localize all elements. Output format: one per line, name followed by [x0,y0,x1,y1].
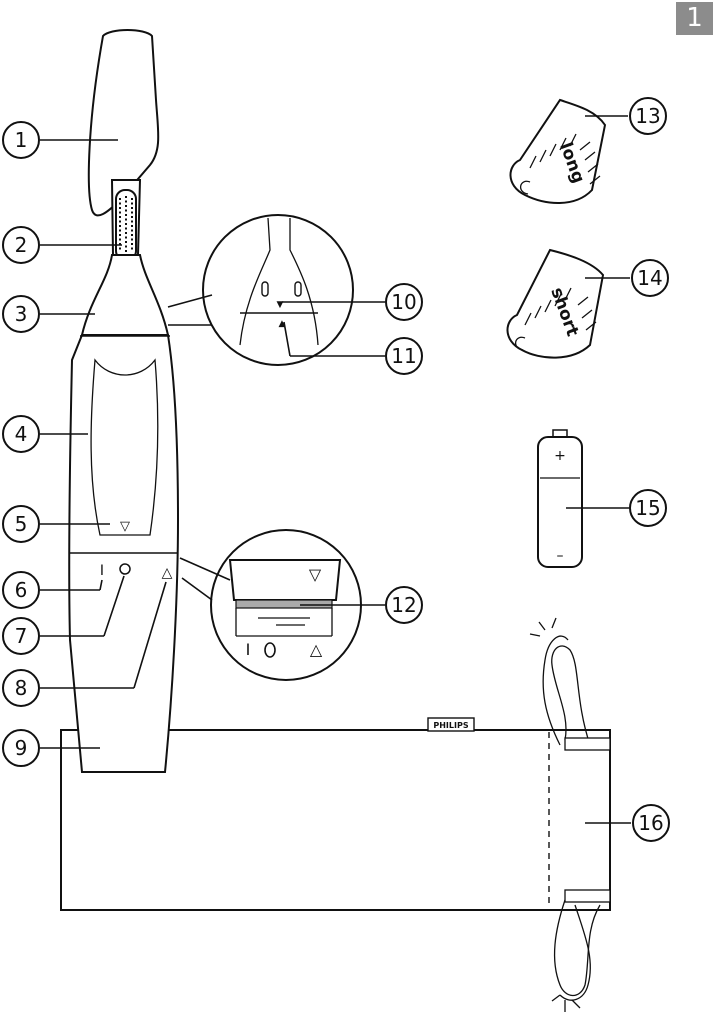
battery-cover [90,358,159,536]
svg-text:13: 13 [635,104,660,128]
callout-7: 7 [2,617,40,655]
callout-6: 6 [2,571,40,609]
callout-11: 11 [385,337,423,375]
svg-text:7: 7 [15,624,28,648]
svg-text:4: 4 [15,422,28,446]
svg-text:10: 10 [391,290,416,314]
svg-text:2: 2 [15,233,28,257]
callout-8: 8 [2,669,40,707]
brand-label: PHILIPS [433,721,468,730]
drawstring-bottom-a [553,899,601,997]
svg-text:15: 15 [635,496,660,520]
svg-text:△: △ [310,640,323,659]
comb-short: short [506,248,605,359]
drawstring-bottom-knot [551,994,581,1012]
callout-1: 1 [2,121,40,159]
callout-13: 13 [629,97,667,135]
callout-3: 3 [2,295,40,333]
svg-text:9: 9 [15,736,28,760]
drawstring-top-b [542,635,569,746]
svg-text:1: 1 [15,128,28,152]
svg-text:3: 3 [15,302,28,326]
trimmer: ⬇ ▽ I △ [68,29,180,773]
svg-text:5: 5 [15,512,28,536]
drawstring-bottom-b [559,904,591,1001]
svg-text:16: 16 [638,811,663,835]
callout-2: 2 [2,226,40,264]
body-upper [80,254,170,336]
svg-text:6: 6 [15,578,28,602]
callout-10: 10 [385,283,423,321]
svg-text:▲: ▲ [279,319,286,329]
svg-text:14: 14 [637,266,662,290]
svg-text:▼: ▼ [277,300,284,310]
drawstring-top-a [551,645,591,746]
callout-15: 15 [629,489,667,527]
off-mark: I [100,563,104,579]
svg-text:I: I [246,640,251,659]
drawstring-top-knot [529,617,557,637]
svg-text:▽: ▽ [309,565,322,584]
detail-view-switch: ▽ I △ [179,529,362,681]
svg-text:12: 12 [391,593,416,617]
svg-text:11: 11 [391,344,416,368]
svg-text:8: 8 [15,676,28,700]
brand-tag [427,717,475,732]
leader-lines [40,115,631,824]
page-number-badge: 1 [676,2,713,35]
callout-5: 5 [2,505,40,543]
battery-plus: + [554,448,566,464]
on-mark: △ [162,565,173,581]
lock-mark [119,563,131,575]
comb-long: long [509,98,607,204]
callout-9: 9 [2,729,40,767]
battery-minus: – [557,548,564,564]
battery: + – [537,429,583,568]
callout-12: 12 [385,586,423,624]
callout-4: 4 [2,415,40,453]
open-arrow-icon: ▽ [120,519,130,534]
detail-view-head: ▼ ▲ [167,214,354,366]
callout-16: 16 [632,804,670,842]
callout-14: 14 [631,259,669,297]
